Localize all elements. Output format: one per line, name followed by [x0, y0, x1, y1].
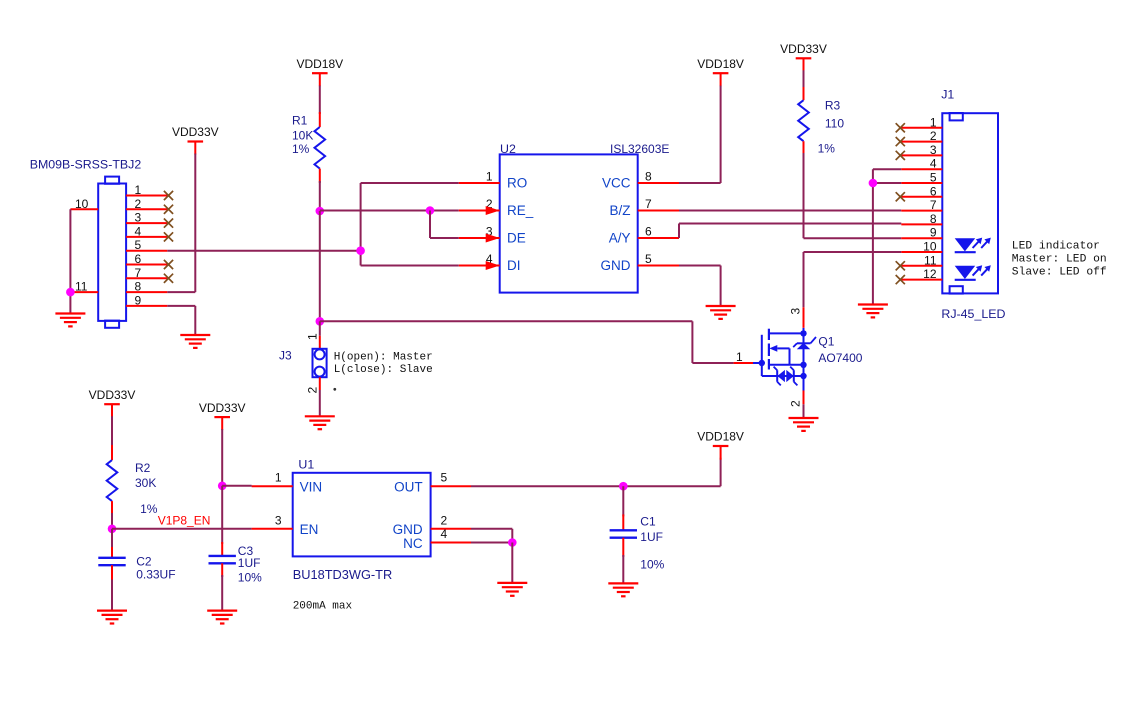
- svg-text:LED indicator: LED indicator: [1012, 241, 1100, 253]
- svg-text:RE_: RE_: [507, 203, 534, 218]
- svg-text:A/Y: A/Y: [609, 231, 631, 246]
- svg-text:4: 4: [486, 252, 493, 266]
- svg-text:VDD33V: VDD33V: [199, 401, 246, 415]
- svg-text:NC: NC: [403, 536, 423, 551]
- svg-text:R2: R2: [135, 461, 151, 475]
- svg-text:C1: C1: [640, 515, 656, 529]
- svg-text:J3: J3: [279, 348, 292, 362]
- svg-text:BM09B-SRSS-TBJ2: BM09B-SRSS-TBJ2: [30, 158, 142, 172]
- svg-text:200mA max: 200mA max: [293, 601, 353, 613]
- svg-text:11: 11: [75, 280, 88, 294]
- svg-text:6: 6: [135, 252, 142, 266]
- svg-text:10: 10: [75, 197, 89, 211]
- svg-text:5: 5: [930, 171, 937, 185]
- svg-text:1UF: 1UF: [640, 530, 663, 544]
- svg-text:C2: C2: [136, 555, 152, 569]
- svg-text:10%: 10%: [238, 570, 262, 584]
- svg-text:U2: U2: [500, 142, 516, 156]
- svg-text:8: 8: [930, 212, 937, 226]
- svg-text:4: 4: [930, 157, 937, 171]
- svg-text:V1P8_EN: V1P8_EN: [158, 514, 211, 528]
- svg-text:4: 4: [135, 224, 142, 238]
- svg-text:Master: LED on: Master: LED on: [1012, 254, 1107, 266]
- svg-text:1: 1: [930, 115, 937, 129]
- svg-text:H(open): Master: H(open): Master: [334, 352, 433, 364]
- svg-text:10: 10: [923, 240, 937, 254]
- svg-text:3: 3: [930, 143, 937, 157]
- svg-text:GND: GND: [393, 522, 423, 537]
- svg-text:L(close): Slave: L(close): Slave: [334, 364, 433, 376]
- svg-text:9: 9: [135, 293, 142, 307]
- svg-text:2: 2: [486, 197, 493, 211]
- svg-text:C3: C3: [238, 544, 254, 558]
- svg-text:1: 1: [135, 183, 142, 197]
- svg-text:1%: 1%: [140, 502, 158, 516]
- svg-text:5: 5: [135, 238, 142, 252]
- svg-text:1%: 1%: [292, 142, 310, 156]
- svg-text:BU18TD3WG-TR: BU18TD3WG-TR: [293, 567, 393, 582]
- svg-text:VIN: VIN: [300, 480, 323, 495]
- svg-text:2: 2: [930, 129, 937, 143]
- svg-text:5: 5: [645, 252, 652, 266]
- svg-text:ISL32603E: ISL32603E: [610, 142, 669, 156]
- svg-text:9: 9: [930, 226, 937, 240]
- svg-text:VDD18V: VDD18V: [697, 430, 744, 444]
- svg-text:VCC: VCC: [602, 176, 631, 191]
- svg-text:EN: EN: [300, 522, 319, 537]
- svg-text:1UF: 1UF: [238, 556, 261, 570]
- svg-text:VDD33V: VDD33V: [89, 388, 136, 402]
- svg-text:30K: 30K: [135, 476, 156, 490]
- svg-text:7: 7: [135, 266, 142, 280]
- svg-text:3: 3: [275, 513, 282, 527]
- svg-text:5: 5: [441, 471, 448, 485]
- svg-text:2: 2: [135, 197, 142, 211]
- svg-text:110: 110: [825, 116, 844, 130]
- svg-text:1: 1: [736, 350, 743, 364]
- svg-text:VDD33V: VDD33V: [780, 42, 827, 56]
- svg-text:J1: J1: [941, 88, 954, 102]
- svg-text:R3: R3: [825, 99, 841, 113]
- svg-text:0.33UF: 0.33UF: [136, 568, 175, 582]
- svg-text:RO: RO: [507, 176, 527, 191]
- svg-text:10%: 10%: [640, 558, 664, 572]
- svg-text:8: 8: [135, 280, 142, 294]
- svg-text:OUT: OUT: [394, 480, 423, 495]
- svg-text:Q1: Q1: [818, 335, 834, 349]
- svg-text:VDD18V: VDD18V: [697, 57, 744, 71]
- svg-text:12: 12: [923, 267, 937, 281]
- svg-text:DE: DE: [507, 231, 526, 246]
- svg-text:GND: GND: [601, 258, 631, 273]
- svg-text:1%: 1%: [818, 142, 836, 156]
- svg-text:3: 3: [486, 225, 493, 239]
- svg-text:1: 1: [275, 471, 282, 485]
- svg-text:1: 1: [306, 333, 320, 340]
- svg-text:R1: R1: [292, 114, 308, 128]
- svg-text:Slave: LED off: Slave: LED off: [1012, 267, 1107, 279]
- svg-text:3: 3: [789, 308, 803, 315]
- svg-text:2: 2: [306, 387, 320, 394]
- svg-text:3: 3: [135, 211, 142, 225]
- svg-text:6: 6: [930, 184, 937, 198]
- svg-text:AO7400: AO7400: [818, 351, 862, 365]
- svg-text:7: 7: [645, 197, 652, 211]
- svg-text:8: 8: [645, 170, 652, 184]
- svg-text:4: 4: [441, 527, 448, 541]
- svg-text:2: 2: [789, 400, 803, 407]
- svg-text:11: 11: [924, 253, 937, 267]
- svg-text:VDD33V: VDD33V: [172, 125, 219, 139]
- svg-text:10K: 10K: [292, 129, 313, 143]
- svg-text:1: 1: [486, 170, 493, 184]
- svg-text:VDD18V: VDD18V: [296, 57, 343, 71]
- svg-text:RJ-45_LED: RJ-45_LED: [941, 307, 1005, 321]
- svg-text:2: 2: [441, 513, 448, 527]
- svg-text:U1: U1: [298, 458, 314, 472]
- svg-text:6: 6: [645, 225, 652, 239]
- svg-text:7: 7: [930, 198, 937, 212]
- svg-text:B/Z: B/Z: [609, 203, 630, 218]
- svg-text:DI: DI: [507, 258, 521, 273]
